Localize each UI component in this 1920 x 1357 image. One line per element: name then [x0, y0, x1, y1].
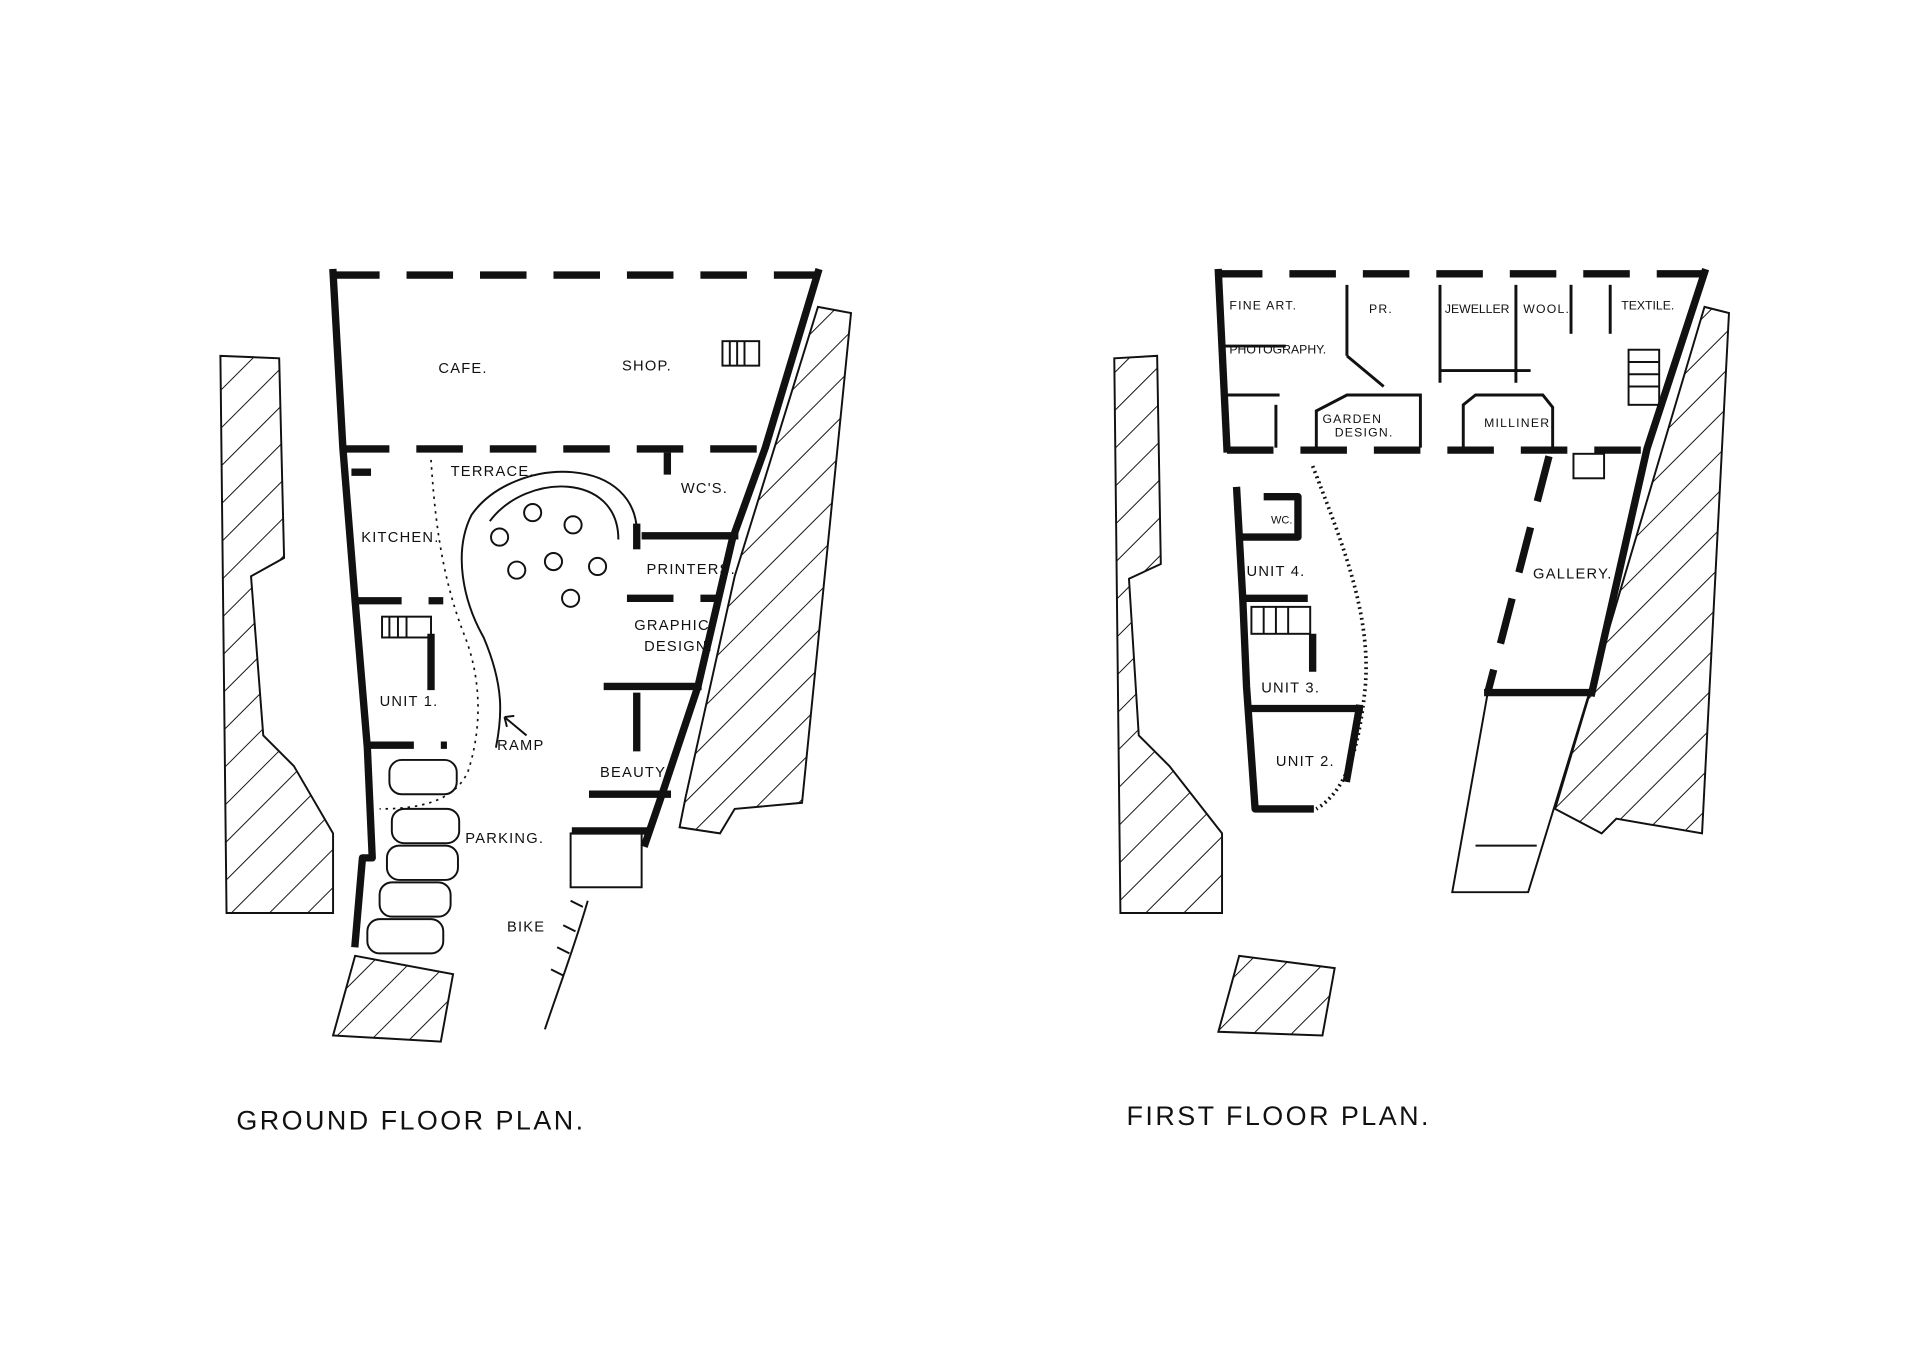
- stairs-icon: [1250, 348, 1661, 635]
- left-wall: [1214, 268, 1231, 453]
- first-floor-plan: FINE ART. PR. JEWELLER WOOL. TEXTILE. PH…: [1113, 267, 1730, 1131]
- studio-partitions: [1224, 284, 1612, 448]
- bike-rack: [543, 899, 589, 1030]
- label-terrace: TERRACE.: [451, 464, 535, 480]
- label-kitchen: KITCHEN.: [361, 530, 439, 546]
- label-unit4: UNIT 4.: [1247, 564, 1306, 580]
- stairs-icon: [381, 340, 761, 639]
- label-wcs: WC'S.: [681, 481, 728, 497]
- label-unit2: UNIT 2.: [1276, 754, 1335, 770]
- label-wool: WOOL.: [1523, 302, 1570, 316]
- label-graphic: GRAPHIC: [634, 618, 710, 634]
- label-milliner: MILLINER.: [1484, 416, 1555, 430]
- first-floor-title: FIRST FLOOR PLAN.: [1127, 1101, 1431, 1131]
- label-textile: TEXTILE.: [1621, 298, 1674, 312]
- label-garden: GARDEN: [1322, 412, 1382, 426]
- neighbour-building-right: [678, 305, 853, 835]
- left-wall: [329, 268, 376, 948]
- unit2-wall: [1342, 704, 1364, 783]
- label-photography: PHOTOGRAPHY.: [1229, 342, 1326, 356]
- neighbour-building-bottom: [1217, 954, 1336, 1037]
- neighbour-building-left: [219, 354, 335, 914]
- label-fine-art: FINE ART.: [1229, 298, 1297, 312]
- wc-wall: [1239, 492, 1302, 541]
- label-bike: BIKE: [507, 919, 545, 935]
- ramp-arrow: [503, 714, 528, 737]
- label-garden-design: DESIGN.: [1335, 426, 1394, 440]
- label-unit1: UNIT 1.: [380, 694, 439, 710]
- label-beauty: BEAUTY.: [600, 765, 670, 781]
- terrace-curve: [460, 470, 638, 748]
- ramp-path: [379, 459, 479, 810]
- label-unit3: UNIT 3.: [1261, 681, 1320, 697]
- label-parking: PARKING.: [465, 831, 544, 847]
- label-gallery: GALLERY.: [1533, 567, 1612, 583]
- neighbour-building-left: [1113, 354, 1224, 914]
- units-left-wall: [1232, 486, 1314, 813]
- right-wall: [1587, 267, 1710, 697]
- terrace-curve-inner: [489, 485, 620, 540]
- label-shop: SHOP.: [622, 359, 672, 375]
- gallery-wall: [1484, 455, 1553, 694]
- ground-floor-title: GROUND FLOOR PLAN.: [236, 1106, 585, 1136]
- label-jeweller: JEWELLER: [1445, 302, 1510, 316]
- terrace-tables: [490, 503, 608, 608]
- neighbour-building-bottom: [331, 954, 455, 1043]
- right-wall: [640, 268, 823, 848]
- label-wc: WC.: [1271, 515, 1292, 527]
- label-pr: PR.: [1369, 302, 1393, 316]
- entrance-block: [569, 832, 643, 889]
- ground-floor-plan: CAFE. SHOP. TERRACE. WC'S. KITCHEN. PRIN…: [219, 268, 853, 1136]
- label-printers: PRINTERS.: [647, 562, 736, 578]
- label-ramp: RAMP: [497, 738, 544, 754]
- label-cafe: CAFE.: [438, 361, 487, 377]
- parked-cars: [366, 758, 461, 955]
- label-graphic-design: DESIGN.: [644, 639, 713, 655]
